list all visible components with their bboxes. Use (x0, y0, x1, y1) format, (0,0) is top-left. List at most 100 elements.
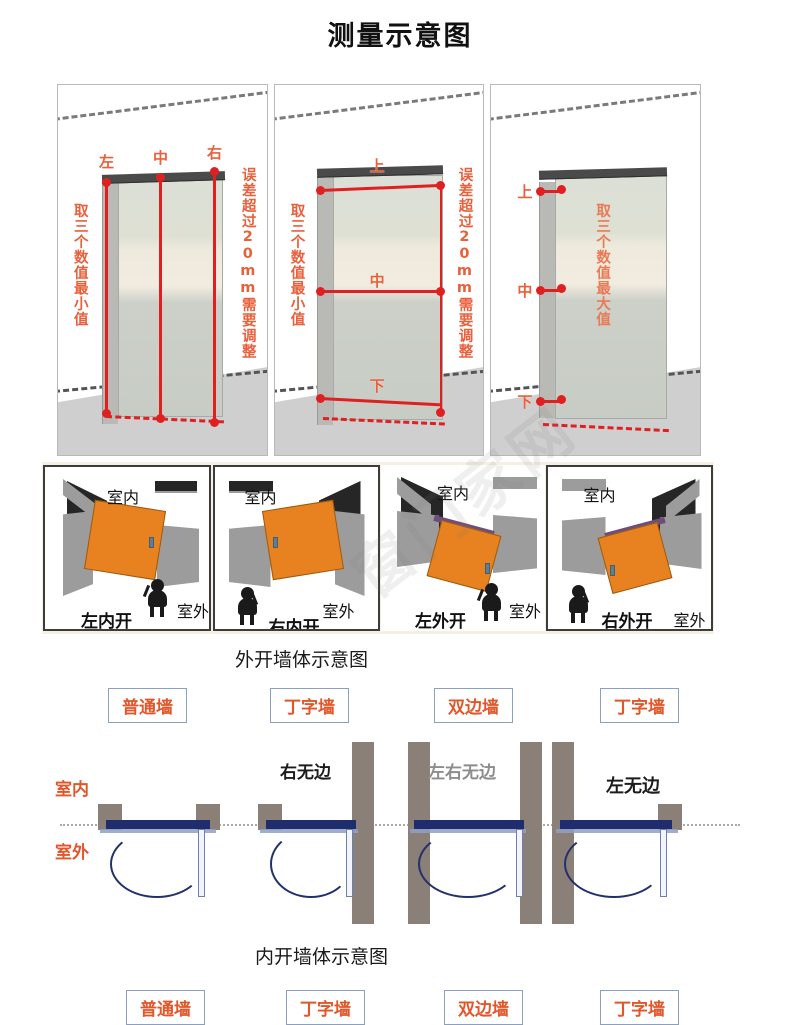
measure-dot-right-bottom (209, 417, 219, 427)
wall-right (493, 515, 537, 573)
measure-line-right-edge (439, 185, 443, 413)
inward-section-title: 内开墙体示意图 (255, 946, 389, 968)
depth-dot-top-a (535, 186, 545, 196)
label-outdoor: 室外 (322, 602, 355, 621)
note-tolerance: 误差超过20mm需要调整 (239, 167, 256, 359)
door-jamb-left (316, 177, 333, 425)
point-label-center: 中 (153, 149, 169, 167)
measure-line-middle (319, 290, 442, 293)
door-opening-face (555, 173, 668, 419)
measure-dot-left-top (101, 177, 111, 187)
wall-pillar-c-right (520, 742, 542, 924)
door-bar-a (106, 820, 210, 829)
page-title: 测量示意图 (327, 21, 473, 52)
label-swing-mode: 左内开 (81, 612, 132, 631)
door-handle (272, 537, 278, 548)
note-min-value: 取三个数值最小值 (288, 203, 305, 327)
tag-outward-3[interactable]: 丁字墙 (600, 688, 679, 723)
wall-pillar-c-left (408, 742, 430, 924)
measure-dot-center-bottom (155, 413, 165, 423)
label-indoor: 室内 (583, 486, 616, 505)
swing-cell-left-inward[interactable]: 室内 室外 左内开 (43, 465, 211, 631)
swing-cell-right-inward[interactable]: 室内 室外 右内开 (212, 465, 380, 631)
tag-outward-0[interactable]: 普通墙 (108, 688, 187, 723)
tag-inward-3[interactable]: 丁字墙 (600, 990, 679, 1025)
point-label-bottom: 下 (369, 377, 385, 395)
tag-outward-2[interactable]: 双边墙 (434, 688, 513, 723)
depth-line-middle (539, 289, 562, 292)
wall-top-dark (228, 481, 273, 491)
door-jamb-left (539, 182, 556, 418)
note-right-no-edge: 右无边 (280, 763, 331, 783)
measure-panel-width: 左 中 右 取三个数值最小值 误差超过20mm需要调整 (57, 84, 268, 456)
point-label-top: 上 (369, 157, 385, 175)
door-handle (149, 537, 154, 548)
wall-left (228, 525, 271, 587)
tag-inward-0[interactable]: 普通墙 (126, 990, 205, 1025)
point-label-middle: 中 (517, 282, 533, 300)
door-handle (609, 565, 615, 576)
measure-dot-middle-left (316, 286, 326, 296)
measure-dot-top-left (316, 185, 326, 195)
label-outdoor: 室外 (673, 611, 706, 630)
wall-right (157, 525, 199, 587)
measure-dot-bottom-left (316, 393, 326, 403)
measure-dot-left-bottom (101, 408, 111, 418)
measure-line-center (159, 177, 162, 418)
label-indoor: 室内 (244, 488, 277, 507)
swing-cell-right-outward[interactable]: 室内 室外 右外开 (545, 465, 713, 631)
door-opening-face (118, 179, 223, 417)
depth-dot-top-b (556, 184, 566, 194)
tag-inward-1[interactable]: 丁字墙 (286, 990, 365, 1025)
wall-pillar-b (352, 742, 374, 924)
wall-center-line (60, 824, 740, 826)
measure-line-left (105, 182, 108, 414)
note-tolerance: 误差超过20mm需要调整 (456, 167, 473, 359)
wall-top-left (561, 479, 606, 491)
label-outdoor: 室外 (509, 602, 542, 621)
door-swing-row: 室内 室外 左内开 室内 室外 右内开 (42, 462, 714, 634)
depth-dot-bottom-a (535, 396, 545, 406)
label-indoor: 室内 (437, 484, 470, 503)
measure-line-right (213, 171, 216, 422)
measurement-panel-row: 左 中 右 取三个数值最小值 误差超过20mm需要调整 (57, 84, 702, 456)
swing-cell-left-outward[interactable]: 室内 室外 左外开 (381, 465, 545, 631)
label-outdoor: 室外 (177, 602, 210, 621)
wall-top-dark (155, 481, 197, 491)
tag-inward-2[interactable]: 双边墙 (444, 990, 523, 1025)
depth-dot-bottom-b (556, 394, 566, 404)
door-bar-b (266, 820, 356, 829)
wall-top-right (493, 477, 537, 489)
measure-dot-right-top (209, 166, 219, 176)
label-outdoor-outward: 室外 (55, 843, 89, 863)
depth-line-bottom (539, 400, 562, 403)
point-label-bottom: 下 (517, 393, 533, 411)
label-swing-mode: 右内开 (268, 618, 320, 631)
wall-left (561, 517, 606, 575)
swing-arc-d (564, 830, 664, 898)
note-max-value: 取三个数值最大值 (594, 203, 611, 327)
note-left-no-edge: 左无边 (606, 776, 660, 797)
point-label-right: 右 (207, 144, 223, 162)
outward-section-title: 外开墙体示意图 (235, 649, 369, 671)
tag-outward-1[interactable]: 丁字墙 (270, 688, 349, 723)
label-swing-mode: 右外开 (601, 612, 653, 631)
label-indoor-outward: 室内 (55, 780, 89, 800)
door-bar-c (414, 820, 524, 829)
point-label-middle: 中 (369, 272, 385, 290)
note-min-value: 取三个数值最小值 (71, 203, 88, 327)
door-handle (485, 563, 490, 574)
swing-arc-b (270, 830, 352, 898)
swing-arc-a (110, 830, 204, 898)
wall-pillar-d (552, 742, 574, 924)
label-swing-mode: 左外开 (415, 612, 466, 631)
point-label-top: 上 (517, 183, 533, 201)
note-both-no-edge: 左右无边 (428, 763, 496, 783)
swing-arc-c (418, 830, 518, 898)
label-indoor: 室内 (107, 488, 140, 507)
door-bar-d (560, 820, 672, 829)
measure-dot-center-top (155, 172, 165, 182)
depth-dot-middle-b (556, 283, 566, 293)
measure-panel-depth: 上 中 下 取三个数值最大值 (490, 84, 702, 456)
